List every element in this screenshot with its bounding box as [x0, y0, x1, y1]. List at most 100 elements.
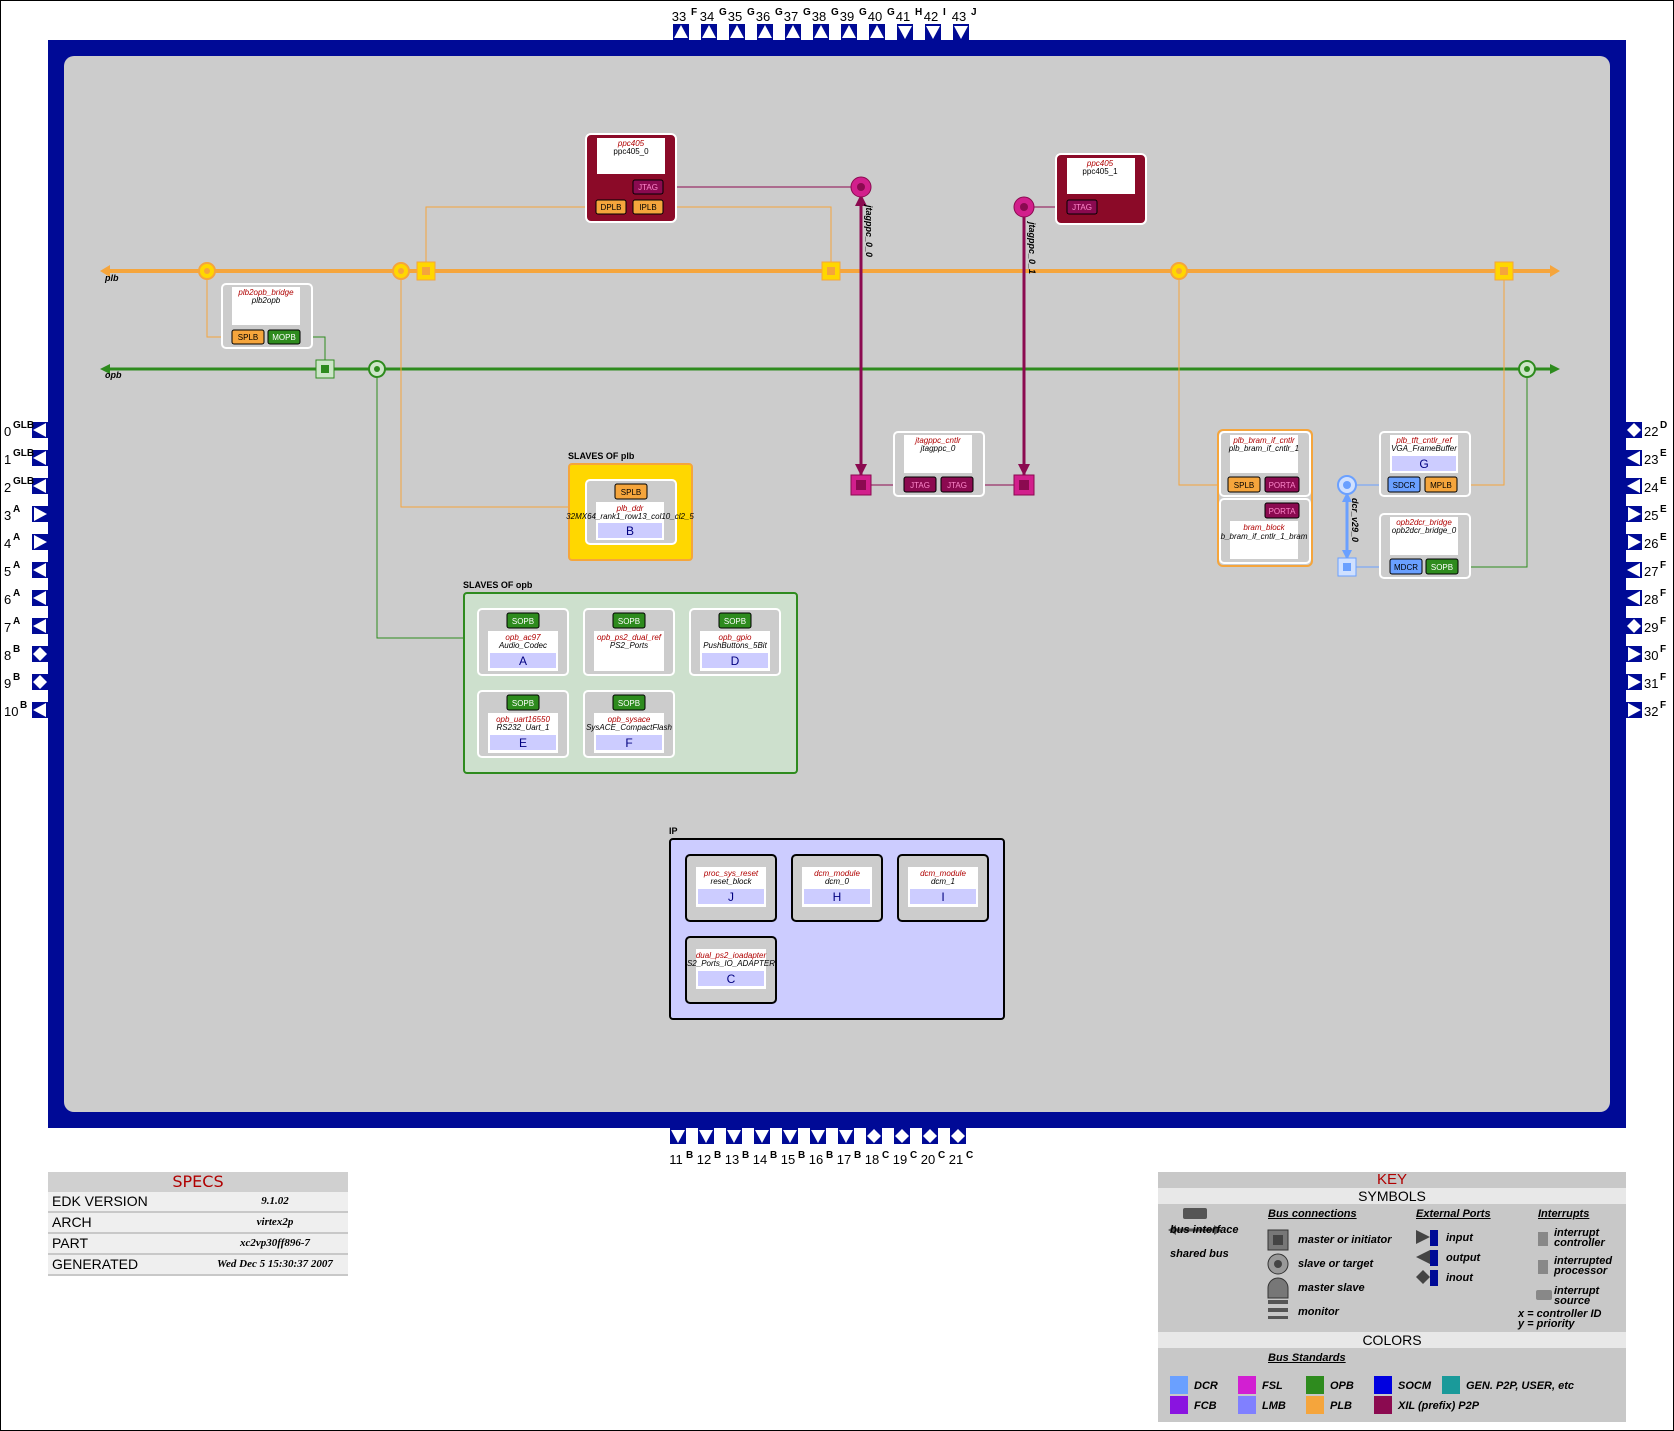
- port-group: G: [747, 7, 755, 18]
- external-port-icon[interactable]: [754, 1128, 770, 1144]
- port-number: 24: [1644, 480, 1658, 495]
- port-number: 27: [1644, 564, 1658, 579]
- dplb-port[interactable]: [595, 199, 627, 215]
- external-port-icon[interactable]: [1626, 562, 1642, 578]
- external-port-icon[interactable]: [32, 534, 48, 550]
- external-port-icon[interactable]: [1626, 674, 1642, 690]
- external-port-icon[interactable]: [953, 24, 969, 40]
- port-group: A: [13, 504, 20, 515]
- jtag-port[interactable]: [940, 476, 974, 493]
- external-port-icon[interactable]: [673, 24, 689, 40]
- specs-key: PART: [52, 1235, 89, 1251]
- ext-input-label: input: [1446, 1232, 1473, 1244]
- external-port-icon[interactable]: [894, 1128, 910, 1144]
- opb2dcr-bridge-block[interactable]: opb2dcr_bridge opb2dcr_bridge_0 MDCR SOP…: [1379, 513, 1471, 579]
- external-port-icon[interactable]: [726, 1128, 742, 1144]
- external-port-icon[interactable]: [32, 478, 48, 494]
- external-port-icon[interactable]: [1626, 506, 1642, 522]
- opb-bus-label: opb: [105, 370, 122, 380]
- external-port-icon[interactable]: [1626, 422, 1642, 438]
- splb-port[interactable]: [1227, 476, 1261, 493]
- ip-type: dcm_module: [920, 869, 966, 878]
- jtagppc-cntlr-block[interactable]: jtagppc_cntlr jtagppc_0 JTAG JTAG: [893, 431, 985, 497]
- mplb-port[interactable]: [1424, 476, 1458, 493]
- external-port-icon[interactable]: [785, 24, 801, 40]
- specs-value: virtex2p: [256, 1216, 294, 1228]
- external-port-icon[interactable]: [729, 24, 745, 40]
- porta-port[interactable]: [1264, 502, 1300, 519]
- port-number: 26: [1644, 536, 1658, 551]
- external-port-icon[interactable]: [32, 702, 48, 718]
- external-port-icon[interactable]: [841, 24, 857, 40]
- external-port-icon[interactable]: [701, 24, 717, 40]
- splb-port[interactable]: [231, 329, 265, 345]
- jtag-port[interactable]: [632, 179, 664, 195]
- plb-tft-block[interactable]: plb_tft_cntlr_ref VGA_FrameBuffer G SDCR…: [1379, 431, 1471, 497]
- plb2opb-name: plb2opb: [251, 296, 281, 305]
- porta-port[interactable]: [1264, 476, 1300, 493]
- external-port-icon[interactable]: [1626, 478, 1642, 494]
- mdcr-port[interactable]: [1389, 558, 1423, 575]
- mopb-port[interactable]: [267, 329, 301, 345]
- bus-standard-label: DCR: [1194, 1380, 1218, 1392]
- external-port-icon[interactable]: [866, 1128, 882, 1144]
- opb-slave-letter: D: [731, 654, 740, 668]
- plb-ddr-block[interactable]: SPLB plb_ddr 32MX64_rank1_row13_col10_cl…: [566, 479, 694, 545]
- external-port-icon[interactable]: [32, 590, 48, 606]
- external-port-icon[interactable]: [1626, 534, 1642, 550]
- external-port-icon[interactable]: [925, 24, 941, 40]
- external-ports-heading: External Ports: [1416, 1208, 1491, 1220]
- external-port-icon[interactable]: [1626, 450, 1642, 466]
- sopb-port[interactable]: [506, 612, 540, 629]
- conn-master-label: master or initiator: [1298, 1234, 1392, 1246]
- external-port-icon[interactable]: [810, 1128, 826, 1144]
- external-port-icon[interactable]: [950, 1128, 966, 1144]
- sopb-port[interactable]: [612, 612, 646, 629]
- external-port-icon[interactable]: [1626, 618, 1642, 634]
- external-port-icon[interactable]: [32, 618, 48, 634]
- external-port-icon[interactable]: [698, 1128, 714, 1144]
- external-port-icon[interactable]: [869, 24, 885, 40]
- plb-master-connector: [821, 261, 841, 281]
- external-port-icon[interactable]: [32, 674, 48, 690]
- external-port-icon[interactable]: [1626, 590, 1642, 606]
- external-port-icon[interactable]: [32, 450, 48, 466]
- external-port-icon[interactable]: [897, 24, 913, 40]
- external-port-icon[interactable]: [922, 1128, 938, 1144]
- external-port-icon[interactable]: [782, 1128, 798, 1144]
- jtag-port[interactable]: [1066, 199, 1098, 215]
- ppc405-0-block[interactable]: ppc405 ppc405_0 JTAG DPLB IPLB: [585, 133, 677, 223]
- ppc405-1-block[interactable]: ppc405 ppc405_1 JTAG: [1055, 153, 1147, 225]
- external-port-icon[interactable]: [1626, 646, 1642, 662]
- jtag-port[interactable]: [903, 476, 937, 493]
- port-number: 43: [952, 9, 966, 24]
- external-port-icon[interactable]: [757, 24, 773, 40]
- external-port-icon[interactable]: [32, 646, 48, 662]
- external-port-icon[interactable]: [32, 562, 48, 578]
- splb-port[interactable]: [614, 483, 648, 500]
- external-port-icon[interactable]: [32, 506, 48, 522]
- sopb-port[interactable]: [1425, 558, 1459, 575]
- external-port-icon[interactable]: [1626, 702, 1642, 718]
- external-port-icon[interactable]: [838, 1128, 854, 1144]
- sopb-port[interactable]: [506, 694, 540, 711]
- external-port-icon[interactable]: [670, 1128, 686, 1144]
- iplb-port[interactable]: [632, 199, 664, 215]
- plb2opb-bridge-block[interactable]: plb2opb_bridge plb2opb SPLB MOPB: [221, 283, 313, 349]
- bram-group[interactable]: plb_bram_if_cntlr plb_bram_if_cntlr_1 SP…: [1217, 429, 1313, 567]
- external-port-icon[interactable]: [32, 422, 48, 438]
- sopb-port[interactable]: [718, 612, 752, 629]
- external-port-icon[interactable]: [813, 24, 829, 40]
- intr-note-2: y = priority: [1518, 1318, 1575, 1330]
- sopb-port[interactable]: [612, 694, 646, 711]
- sdcr-port[interactable]: [1387, 476, 1421, 493]
